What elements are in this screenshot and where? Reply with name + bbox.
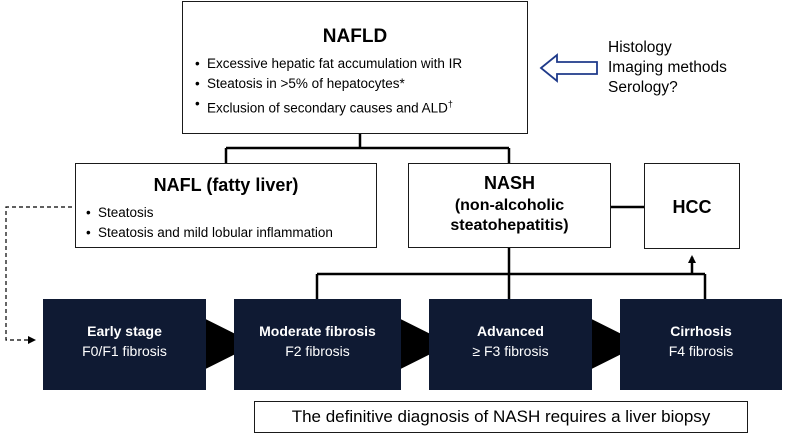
stage-advanced-name: Advanced <box>477 323 544 339</box>
nafl-bullet-1: Steatosis <box>86 203 376 223</box>
stage-early-sub: F0/F1 fibrosis <box>82 343 167 359</box>
method-serology: Serology? <box>608 79 678 96</box>
hollow-left-arrow-icon <box>539 53 598 83</box>
stage-moderate: Moderate fibrosis F2 fibrosis <box>234 299 401 390</box>
stage-early: Early stage F0/F1 fibrosis <box>43 299 206 390</box>
nafl-title: NAFL (fatty liver) <box>153 175 299 195</box>
nafld-split-connector <box>224 134 511 163</box>
nafl-dashed-arrow <box>5 206 72 344</box>
stage-advanced-sub: ≥ F3 fibrosis <box>472 343 549 359</box>
nafld-title: NAFLD <box>322 26 388 47</box>
nafld-bullet-3: Exclusion of secondary causes and ALD† <box>195 94 527 119</box>
nafld-box: NAFLD Excessive hepatic fat accumulation… <box>182 1 528 134</box>
nash-box: NASH (non-alcoholic steatohepatitis) <box>408 163 611 248</box>
methods-list: Histology Imaging methods Serology? <box>608 38 727 98</box>
hcc-title: HCC <box>672 197 712 217</box>
stage-cirrhosis-name: Cirrhosis <box>670 323 732 339</box>
footer-text: The definitive diagnosis of NASH require… <box>291 407 711 426</box>
footer-note: The definitive diagnosis of NASH require… <box>254 401 748 433</box>
nash-title: NASH <box>483 173 535 193</box>
hcc-box: HCC <box>644 163 740 249</box>
dagger-mark: † <box>447 99 453 109</box>
method-imaging: Imaging methods <box>608 59 727 76</box>
stage-moderate-sub: F2 fibrosis <box>285 343 350 359</box>
nafld-bullet-1: Excessive hepatic fat accumulation with … <box>195 54 527 74</box>
stage-early-name: Early stage <box>87 323 162 339</box>
nafld-bullet-2: Steatosis in >5% of hepatocytes* <box>195 74 527 94</box>
stage-moderate-name: Moderate fibrosis <box>259 323 376 339</box>
method-histology: Histology <box>608 39 672 56</box>
nash-subtitle-2: steatohepatitis) <box>450 217 569 234</box>
stage-advanced: Advanced ≥ F3 fibrosis <box>429 299 592 390</box>
nafl-box: NAFL (fatty liver) Steatosis Steatosis a… <box>75 163 377 248</box>
nafl-bullets: Steatosis Steatosis and mild lobular inf… <box>86 203 376 243</box>
nash-stages-connector <box>315 247 707 299</box>
stage-cirrhosis-sub: F4 fibrosis <box>668 343 734 359</box>
nafl-bullet-2: Steatosis and mild lobular inflammation <box>86 223 376 243</box>
nash-subtitle-1: (non-alcoholic <box>454 197 565 214</box>
nafld-bullets: Excessive hepatic fat accumulation with … <box>195 54 527 119</box>
stage-cirrhosis: Cirrhosis F4 fibrosis <box>620 299 782 390</box>
